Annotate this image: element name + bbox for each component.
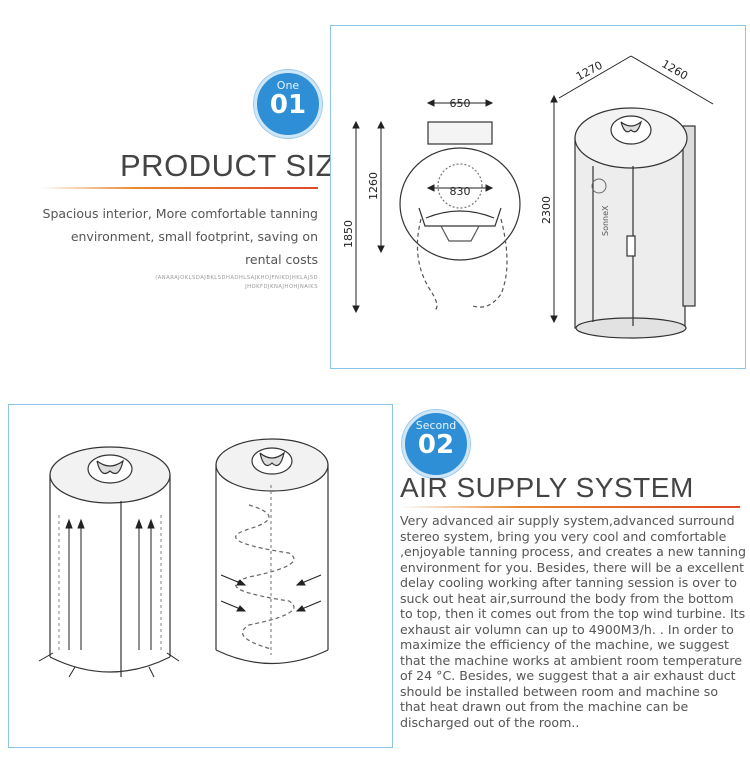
cabin-perspective-drawing [574,107,696,339]
badge-number: 02 [417,430,455,460]
dimension-lines [352,55,714,324]
dim-830: 830 [450,185,471,198]
brand-label: SonneX [601,205,610,236]
spiral-airflow-arrows [220,574,322,612]
top-view-drawing [399,121,521,311]
airflow-drawing-panel [8,404,393,748]
fine-print-line-2: JHOKFDJKNAJHOHJNAIKS [245,284,318,290]
dim-1270: 1270 [574,59,605,84]
badge-small-label: One [276,79,300,92]
fine-print: (ANARAJOKLSDAJBKLSDHADHLSAJKHDJFNIKDJHKL… [100,274,318,292]
title-underline [40,187,318,189]
badge-number: 01 [269,90,307,120]
section-two-badge: Second 02 [402,410,470,478]
dim-1850: 1850 [342,220,355,248]
section-one-badge: One 01 [254,70,322,138]
brand-logo-icon [591,178,607,194]
fine-print-line-1: (ANARAJOKLSDAJBKLSDHADHLSAJKHDJFNIKDJHKL… [155,275,318,281]
title-underline [400,506,740,508]
side-airflow-arrows [38,518,180,678]
dimension-drawing-panel: 650 830 1850 1260 2300 1270 1260 SonneX [330,25,746,369]
dimension-drawing: 650 830 1850 1260 2300 1270 1260 SonneX [342,55,714,339]
dim-650: 650 [450,97,471,110]
product-size-title: PRODUCT SIZE [120,148,357,183]
dim-1260-side: 1260 [367,172,380,200]
cabin-airflow-spiral [215,438,329,664]
badge-small-label: Second [415,419,457,432]
product-size-description: Spacious interior, More comfortable tann… [42,206,318,267]
dim-2300: 2300 [540,196,553,224]
air-supply-description: Very advanced air supply system,advanced… [400,513,746,730]
cabin-airflow-sides [49,446,171,677]
dim-1260-top: 1260 [659,57,690,82]
air-supply-title: AIR SUPPLY SYSTEM [400,472,694,503]
airflow-drawing [38,438,329,678]
